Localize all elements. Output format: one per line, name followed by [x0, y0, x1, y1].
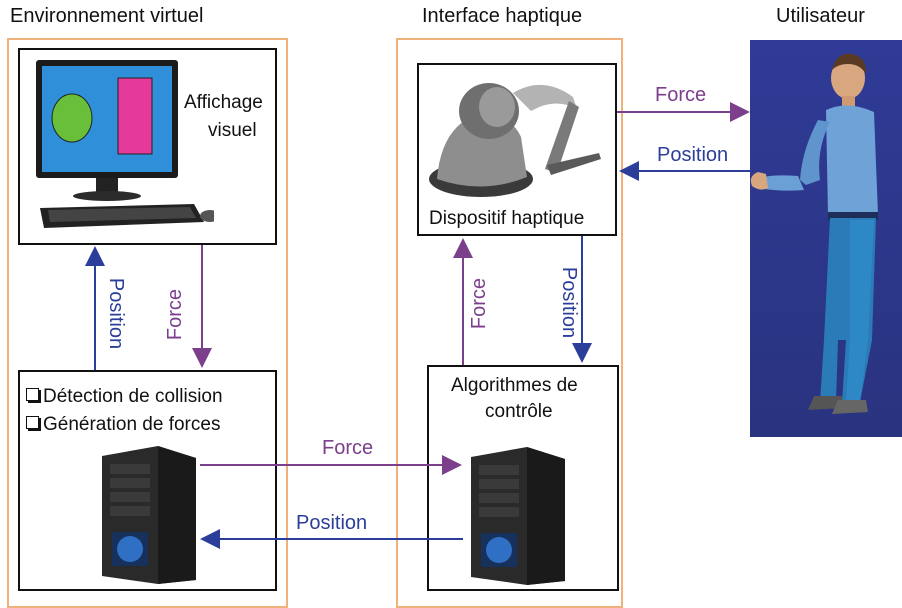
- control-label-line1: Algorithmes de: [451, 375, 578, 396]
- checkbox-icon: [26, 388, 39, 401]
- display-label-line2: visuel: [208, 120, 257, 141]
- label-position-bottom: Position: [296, 512, 368, 534]
- label-position-user: Position: [657, 144, 729, 166]
- computer-tower-icon: [102, 446, 196, 584]
- label-force-bottom: Force: [322, 437, 374, 459]
- simulation-computer-box: Détection de collision Génération de for…: [18, 370, 277, 591]
- heading-haptic-interface: Interface haptique: [422, 5, 583, 27]
- checkbox-icon: [26, 416, 39, 429]
- control-label-line2: contrôle: [485, 401, 553, 422]
- control-algorithms-box: Algorithmes de contrôle: [427, 365, 619, 591]
- heading-virtual-environment: Environnement virtuel: [10, 5, 204, 27]
- label-position-ve: Position: [105, 277, 128, 350]
- collision-detection-item: Détection de collision: [26, 386, 223, 408]
- user-figure-icon: [750, 53, 878, 414]
- computer-tower-icon: [471, 447, 565, 585]
- keyboard-icon: [40, 204, 204, 228]
- heading-user: Utilisateur: [776, 5, 865, 27]
- monitor-icon: [36, 60, 214, 228]
- haptic-device-icon: [429, 83, 601, 197]
- label-force-hi: Force: [468, 277, 491, 330]
- display-label-line1: Affichage: [184, 92, 263, 113]
- user-panel: [750, 40, 902, 437]
- haptic-device-box: Dispositif haptique: [417, 63, 617, 236]
- label-force-ve: Force: [164, 288, 187, 341]
- display-box: Affichage visuel: [18, 48, 277, 245]
- haptic-device-label: Dispositif haptique: [429, 208, 585, 229]
- label-position-hi: Position: [558, 266, 581, 339]
- mouse-icon: [200, 210, 214, 222]
- label-force-user: Force: [655, 84, 707, 106]
- force-generation-item: Génération de forces: [26, 414, 220, 436]
